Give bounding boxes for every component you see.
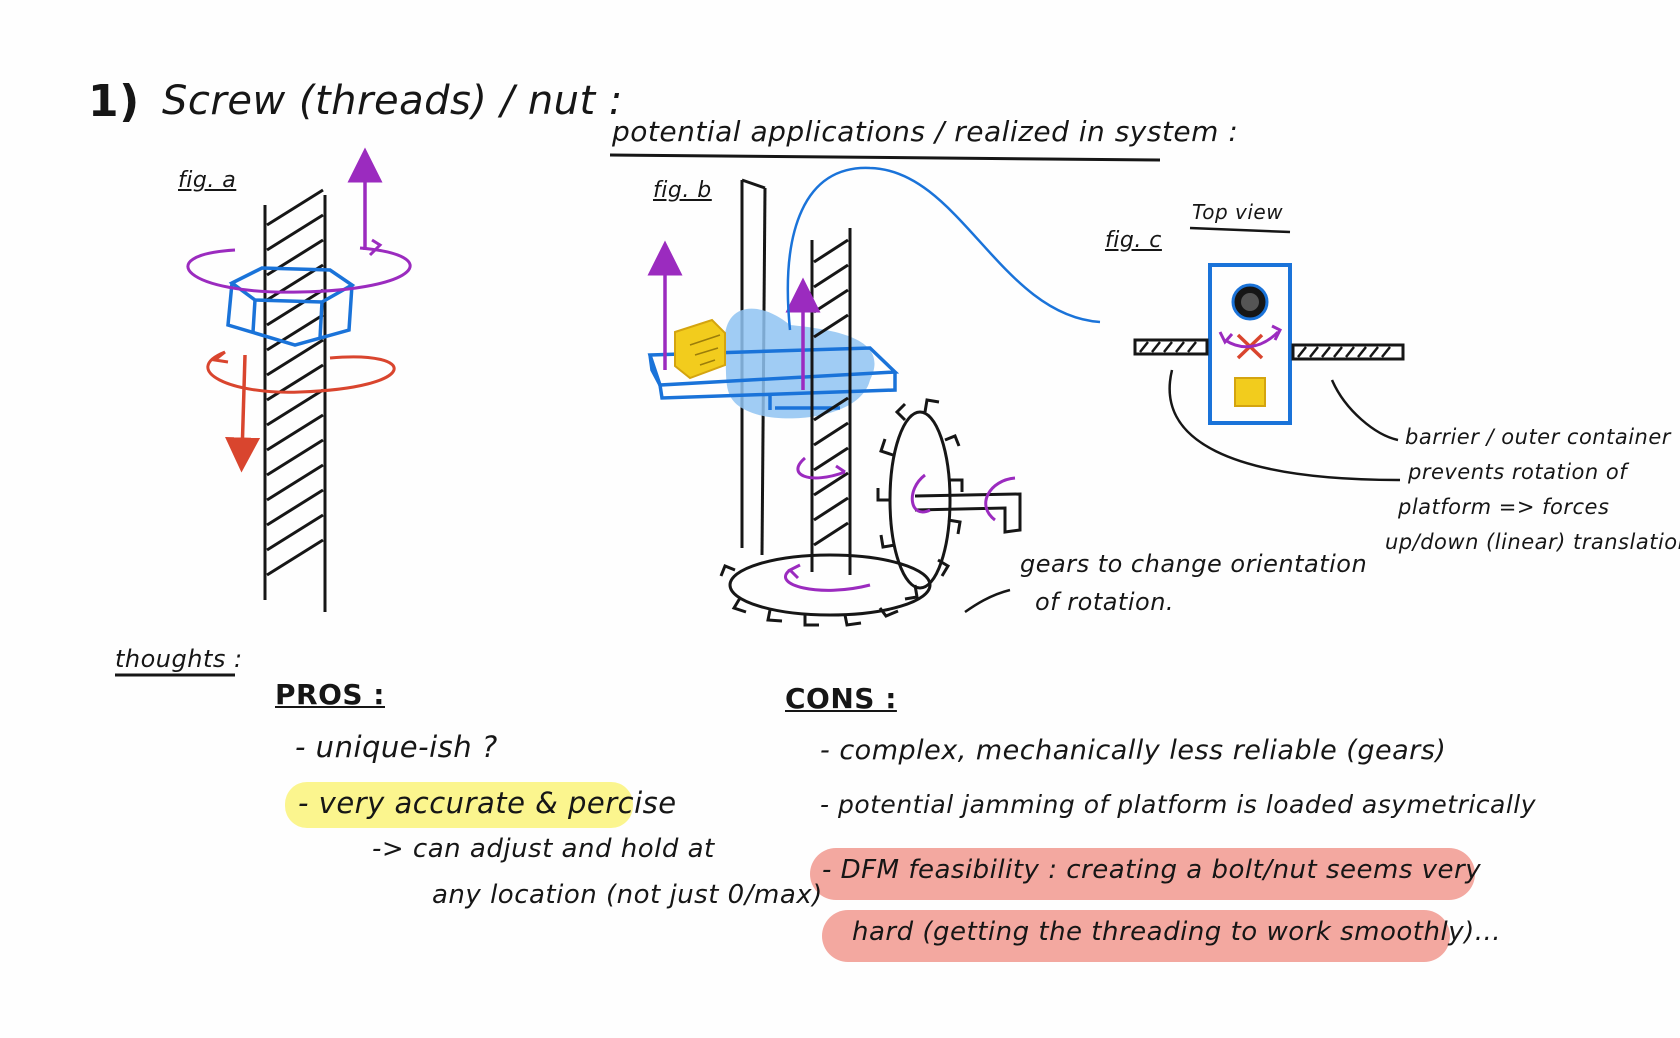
fig-a-drawing xyxy=(186,147,412,612)
thoughts-label: thoughts : xyxy=(115,645,243,673)
cons-item-2: - potential jamming of platform is loade… xyxy=(820,790,1537,819)
fig-c-load xyxy=(1234,377,1266,407)
barrier-note-line4: up/down (linear) translation. xyxy=(1385,530,1680,554)
fig-b-label: fig. b xyxy=(653,178,712,203)
cons-heading: CONS : xyxy=(785,682,897,715)
cons-item-1: - complex, mechanically less reliable (g… xyxy=(820,735,1447,766)
highlight-dfm xyxy=(810,848,1475,900)
highlight-hard xyxy=(822,910,1450,962)
barrier-note-line1: barrier / outer container xyxy=(1405,425,1671,449)
fig-c-container xyxy=(1208,263,1292,425)
fig-a-rotation-ccw xyxy=(206,350,396,394)
fig-c-drawing xyxy=(1133,226,1405,482)
fig-b-platform xyxy=(647,346,900,410)
fig-a-rotation-cw xyxy=(186,246,412,294)
section-number: 1) xyxy=(88,76,140,127)
fig-b-drawing xyxy=(647,166,1101,627)
pros-item-4: any location (not just 0/max) xyxy=(432,880,823,910)
fig-b-crank xyxy=(914,492,1022,534)
pros-item-1: - unique-ish ? xyxy=(295,730,498,764)
pros-heading: PROS : xyxy=(275,678,385,711)
fig-b-load-cube xyxy=(674,318,726,380)
cons-item-4: hard (getting the threading to work smoo… xyxy=(852,917,1502,947)
fig-c-view-label: Top view xyxy=(1192,200,1284,224)
barrier-note-line3: platform => forces xyxy=(1398,495,1610,519)
barrier-note-line2: prevents rotation of xyxy=(1408,460,1628,484)
fig-c-label: fig. c xyxy=(1105,228,1162,253)
gears-note-line2: of rotation. xyxy=(1035,588,1175,616)
applications-heading: potential applications / realized in sys… xyxy=(612,115,1239,148)
gears-note-line1: gears to change orientation xyxy=(1020,550,1368,578)
subheading-underline xyxy=(609,153,1161,162)
pros-item-2: - very accurate & percise xyxy=(298,786,677,820)
fig-a-nut xyxy=(226,266,356,347)
fig-b-threads xyxy=(813,238,849,547)
fig-a-label: fig. a xyxy=(178,168,237,193)
page-title: Screw (threads) / nut : xyxy=(162,78,623,124)
pros-item-3: -> can adjust and hold at xyxy=(372,834,715,864)
highlight-accurate xyxy=(285,782,633,828)
cons-item-3: - DFM feasibility : creating a bolt/nut … xyxy=(822,855,1482,885)
fig-b-to-fig-c-connector xyxy=(786,166,1101,331)
fig-a-threads xyxy=(266,188,324,577)
